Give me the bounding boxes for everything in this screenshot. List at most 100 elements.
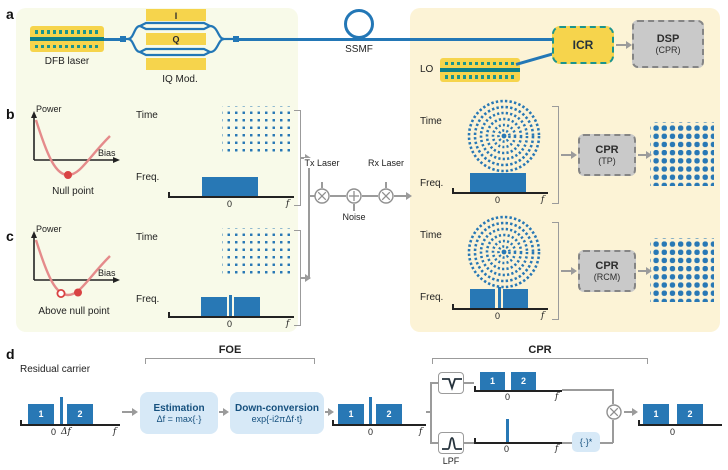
tx-constellation-time-b <box>222 106 292 154</box>
freq-label-c: Freq. <box>136 294 160 305</box>
arrow-to-output-spectrum <box>624 408 638 415</box>
arrow-from-c <box>301 274 311 281</box>
connector-line <box>562 389 613 391</box>
connector-line <box>385 182 387 188</box>
spectrum-carrier-at-zero: 1 2 0 f <box>332 392 426 444</box>
f-label: f <box>541 195 545 205</box>
merge-line <box>308 158 310 279</box>
mixer-icon <box>314 188 330 204</box>
connector-line <box>612 389 614 404</box>
dsp-sublabel: (CPR) <box>655 45 681 55</box>
f-label: f <box>113 427 117 437</box>
signal-band <box>470 173 526 192</box>
iq-modulator-icon: I Q <box>120 9 239 70</box>
bias-axis-label: Bias <box>98 148 116 158</box>
tx-spectrum-null: 0 f <box>168 176 294 210</box>
freq-axis <box>168 312 294 318</box>
residual-carrier-line <box>229 295 232 316</box>
adder-icon <box>346 188 362 204</box>
estimation-title: Estimation <box>153 402 205 414</box>
spectrum-residual-carrier: 1 2 0 Δf f <box>20 392 120 444</box>
lo-label: LO <box>420 64 434 75</box>
cpr-tp-sublabel: (TP) <box>598 156 616 166</box>
tx-spectrum-above-null: 0 f <box>168 295 294 330</box>
delta-f-label: Δf <box>61 427 71 437</box>
signal-band-1: 1 <box>643 404 669 424</box>
f-label: f <box>419 427 423 437</box>
zero-label: 0 <box>495 195 501 205</box>
notch-filter-icon <box>442 378 462 391</box>
icr-box: ICR <box>552 26 614 64</box>
signal-band-2: 2 <box>376 404 402 424</box>
connector-line <box>426 411 430 413</box>
noise-label: Noise <box>336 212 372 222</box>
signal-band <box>201 297 227 316</box>
received-constellation-circles <box>467 99 541 173</box>
signal-band <box>202 177 258 196</box>
icr-label: ICR <box>572 38 594 52</box>
connector-line <box>308 195 316 197</box>
panel-label-c: c <box>6 228 14 244</box>
freq-axis <box>452 188 548 194</box>
fiber-line <box>104 38 120 41</box>
rx-laser-label: Rx Laser <box>368 158 405 168</box>
rx-spectrum-null: 0 f <box>452 172 548 206</box>
rx-spectrum-above-null: 0 f <box>452 287 548 322</box>
mixer-icon <box>378 188 394 204</box>
foe-estimation-box: Estimation Δf = max{·} <box>140 392 218 434</box>
above-null-caption: Above null point <box>38 306 110 317</box>
zero-label: 0 <box>227 199 233 209</box>
notch-filter-box <box>438 372 464 394</box>
zero-label: 0 <box>504 444 510 454</box>
freq-label-rx2: Freq. <box>420 292 444 303</box>
panel-label-b: b <box>6 106 15 122</box>
cpr-bracket-label: CPR <box>528 344 552 356</box>
zero-label: 0 <box>505 392 511 402</box>
zero-label: 0 <box>51 427 57 437</box>
signal-band <box>470 289 495 308</box>
null-bias-point <box>64 171 72 179</box>
arrow-to-downconversion <box>219 408 229 415</box>
lowpass-filter-icon <box>442 437 462 450</box>
connector-line <box>600 442 613 444</box>
branch-split-line <box>430 382 432 444</box>
freq-label-rx1: Freq. <box>420 178 444 189</box>
signal-band-1: 1 <box>28 404 54 424</box>
connector-line <box>430 442 438 444</box>
arrow-to-spectrum-centered <box>325 408 334 415</box>
conjugate-box: {·}* <box>572 432 600 452</box>
bias-axis-label: Bias <box>98 268 116 278</box>
connector-line <box>464 382 474 384</box>
time-label-b: Time <box>136 110 158 121</box>
laser-grating-stripes <box>35 44 99 48</box>
dsp-chip: DSP (CPR) <box>632 20 704 68</box>
panel-label-d: d <box>6 346 15 362</box>
connector-line <box>562 442 572 444</box>
freq-axis <box>168 192 294 198</box>
f-label: f <box>541 311 545 321</box>
laser-grating-stripes <box>445 75 515 79</box>
f-label: f <box>286 199 290 209</box>
signal-band <box>503 289 528 308</box>
residual-carrier-line <box>498 287 501 308</box>
freq-label-b: Freq. <box>136 172 160 183</box>
arrow-to-estimation <box>122 408 138 415</box>
connector-line <box>430 382 438 384</box>
f-label: f <box>555 392 559 402</box>
downconversion-expr: exp{-i2πΔf·t} <box>251 413 303 424</box>
signal-band-2: 2 <box>67 404 93 424</box>
residual-carrier-line <box>60 397 63 424</box>
arrow-to-constellation-1 <box>638 151 652 158</box>
lpf-label: LPF <box>442 456 460 466</box>
cpr-rcm-chip: CPR (RCM) <box>578 250 636 292</box>
freq-axis <box>332 420 426 426</box>
mixer-icon <box>606 404 622 420</box>
laser-grating-stripes <box>445 61 515 65</box>
cpr-tp-chip: CPR (TP) <box>578 134 636 176</box>
time-label-c: Time <box>136 232 158 243</box>
estimation-expr: Δf = max{·} <box>156 413 202 424</box>
zero-label: 0 <box>368 427 374 437</box>
iq-mod-label: IQ Mod. <box>162 74 198 85</box>
i-arm-label: I <box>175 11 178 21</box>
